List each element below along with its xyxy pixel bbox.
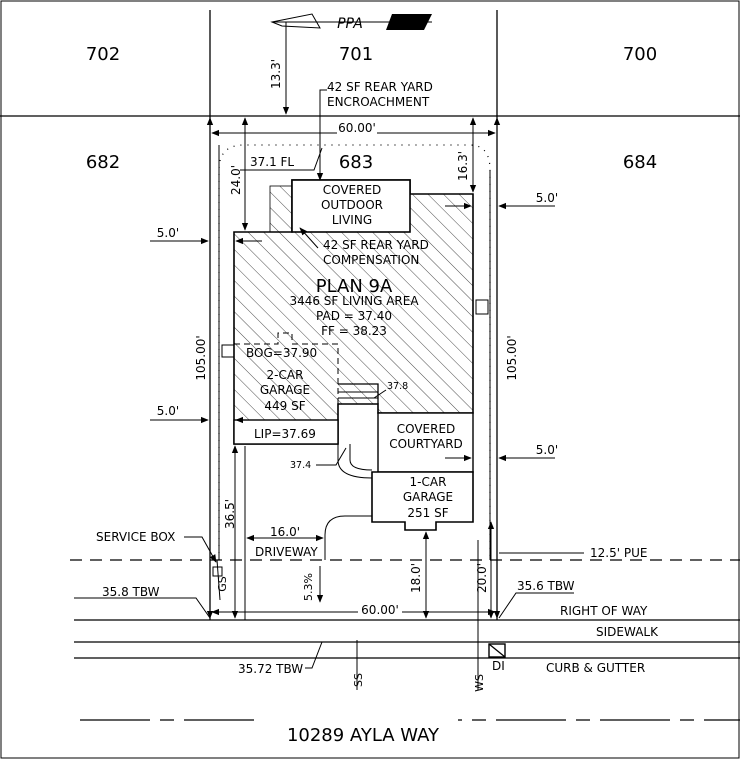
- north-mark-text: PPA: [337, 16, 363, 32]
- garage2-line2: GARAGE: [260, 383, 310, 397]
- covered-courtyard: [377, 412, 474, 473]
- ff-elevation: FF = 38.23: [321, 324, 387, 338]
- dim-side-left-upper: 5.0': [157, 226, 179, 240]
- lip-elevation: LIP=37.69: [254, 427, 316, 441]
- gs-label: GS: [216, 576, 229, 592]
- elev-37-4: 37.4: [290, 460, 311, 471]
- rear-comp-line2: COMPENSATION: [323, 253, 419, 267]
- plan-name: PLAN 9A: [316, 276, 393, 297]
- rear-comp-line1: 42 SF REAR YARD: [323, 238, 429, 252]
- driveway-edge: [324, 515, 372, 560]
- dim-side-right-upper: 5.0': [536, 191, 558, 205]
- rear-encroach-line2: ENCROACHMENT: [327, 95, 430, 109]
- outdoor-line1: COVERED: [323, 183, 382, 197]
- garage1-line1: 1-CAR: [410, 475, 447, 489]
- garage2-line3: 449 SF: [264, 399, 305, 413]
- lot-682: 682: [86, 152, 120, 173]
- sidewalk-label: SIDEWALK: [596, 625, 659, 639]
- house-footprint: [221, 179, 489, 531]
- tbw-left: 35.8 TBW: [102, 585, 160, 599]
- north-arrow-icon: PPA: [270, 13, 432, 32]
- dim-side-left-lower: 5.0': [157, 404, 179, 418]
- garage2-line1: 2-CAR: [267, 368, 304, 382]
- garage1-line2: GARAGE: [403, 490, 453, 504]
- bog-elevation: BOG=37.90: [246, 346, 317, 360]
- dim-depth-left: 105.00': [194, 335, 208, 380]
- di-label: DI: [492, 659, 505, 673]
- fl-elevation: 37.1 FL: [250, 155, 294, 169]
- living-area: 3446 SF LIVING AREA: [289, 294, 419, 308]
- curb-label: CURB & GUTTER: [546, 661, 645, 675]
- dim-rear-depth: 13.3': [269, 59, 283, 89]
- one-car-garage: [371, 471, 474, 531]
- pue-label: 12.5' PUE: [590, 546, 647, 560]
- pad-elevation: PAD = 37.40: [316, 309, 392, 323]
- dim-driveway-width: 16.0': [270, 525, 300, 539]
- lot-701: 701: [339, 44, 373, 65]
- courtyard-line2: COURTYARD: [389, 437, 463, 451]
- dim-width-bottom: 60.00': [361, 603, 399, 617]
- elev-37-8: 37.8: [387, 381, 408, 392]
- dim-rear-setback-left: 24.0': [229, 165, 243, 195]
- dimensions: [150, 22, 555, 620]
- lot-684: 684: [623, 152, 657, 173]
- ws-label: WS: [473, 674, 486, 692]
- slope-label: 5.3%: [302, 573, 315, 601]
- street-name: 10289 AYLA WAY: [287, 725, 440, 746]
- tbw-bottom: 35.72 TBW: [238, 662, 303, 676]
- service-box-icon: [212, 566, 223, 577]
- street-lines: [74, 619, 740, 659]
- dim-rear-setback-right: 16.3': [456, 151, 470, 181]
- covered-outdoor-living: [291, 179, 411, 233]
- courtyard-line1: COVERED: [397, 422, 456, 436]
- leaders: [74, 89, 584, 690]
- driveway-label: DRIVEWAY: [255, 545, 318, 559]
- tbw-right: 35.6 TBW: [517, 579, 575, 593]
- dim-setback-18: 18.0': [409, 563, 423, 593]
- lot-702: 702: [86, 44, 120, 65]
- outdoor-line3: LIVING: [332, 213, 372, 227]
- dim-width-top: 60.00': [338, 121, 376, 135]
- service-box-label: SERVICE BOX: [96, 530, 175, 544]
- lot-700: 700: [623, 44, 657, 65]
- right-of-way-label: RIGHT OF WAY: [560, 604, 648, 618]
- dim-side-right-lower: 5.0': [536, 443, 558, 457]
- ss-label: SS: [352, 673, 365, 687]
- garage1-line3: 251 SF: [407, 506, 448, 520]
- lot-683: 683: [339, 152, 373, 173]
- outdoor-line2: OUTDOOR: [321, 198, 383, 212]
- dim-setback-20: 20.0': [475, 563, 489, 593]
- dim-garage-setback: 36.5': [223, 499, 237, 529]
- rear-encroach-line1: 42 SF REAR YARD: [327, 80, 433, 94]
- dim-depth-right: 105.00': [505, 335, 519, 380]
